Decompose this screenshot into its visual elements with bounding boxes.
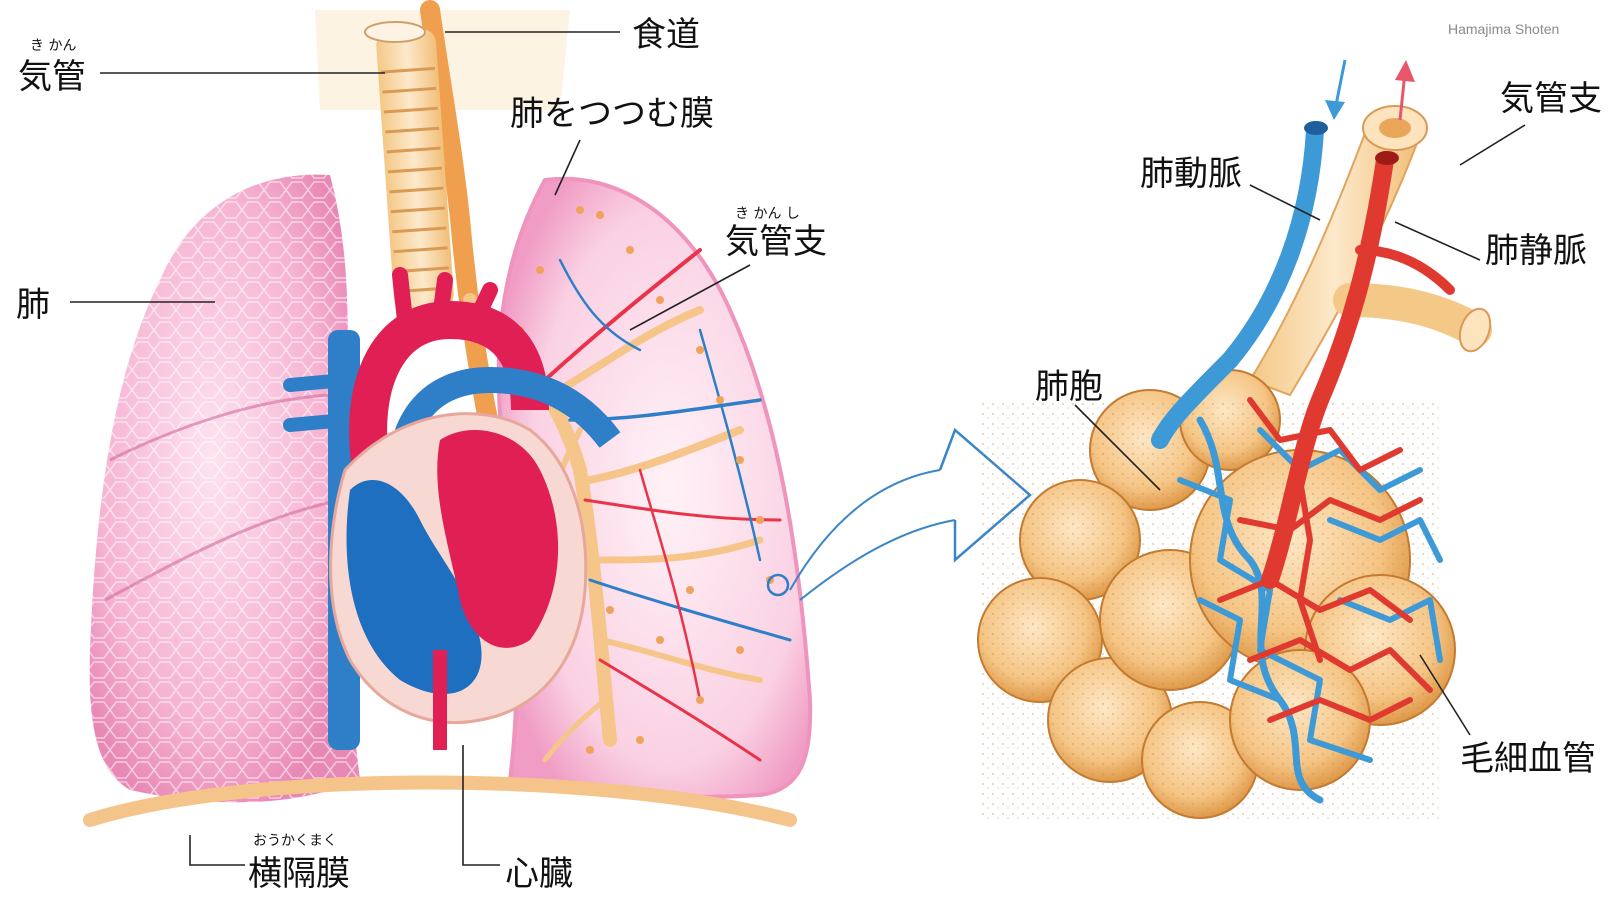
heart-label: 心臓 <box>505 854 573 894</box>
bronchus-left-ruby: き かん し <box>735 206 800 222</box>
bronchus-left-label: 気管支 <box>725 222 827 262</box>
flow-in-arrow-icon <box>1325 60 1345 120</box>
diaphragm-label: 横隔膜 <box>248 854 350 894</box>
pulmonary-artery-label: 肺動脈 <box>1140 154 1242 194</box>
trachea-ruby: き かん <box>30 38 76 54</box>
pleura-label: 肺をつつむ膜 <box>510 94 714 134</box>
bronchus-right-label: 気管支 <box>1500 79 1602 119</box>
credit-text: Hamajima Shoten <box>1448 21 1559 37</box>
alveolar-sacs <box>978 370 1455 820</box>
alveoli-label: 肺胞 <box>1035 367 1103 407</box>
trachea-label: 気管 <box>18 57 86 97</box>
lung-label: 肺 <box>16 285 50 325</box>
capillaries-label: 毛細血管 <box>1460 739 1596 779</box>
diaphragm-ruby: おうかくまく <box>253 833 337 849</box>
pulmonary-vein-label: 肺静脈 <box>1485 231 1587 271</box>
esophagus-label: 食道 <box>632 15 700 55</box>
